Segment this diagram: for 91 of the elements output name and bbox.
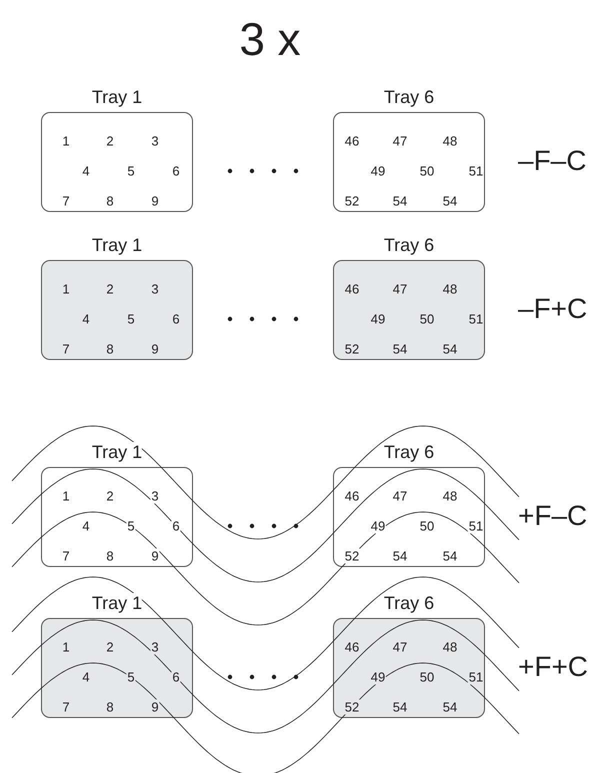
well-number: 49: [370, 670, 386, 684]
well-number: 50: [418, 164, 436, 178]
well-number: 52: [344, 700, 360, 714]
well-number: 48: [442, 134, 458, 148]
well-number: 1: [61, 488, 71, 504]
well-number: 2: [105, 134, 115, 148]
well-number: 54: [392, 700, 408, 714]
tray-box: [333, 618, 485, 718]
well-number: 48: [442, 488, 458, 504]
condition-label: +F+C: [518, 651, 588, 683]
well-number: 47: [392, 640, 408, 654]
well-number: 6: [171, 518, 181, 534]
well-number: 51: [468, 518, 484, 534]
well-number: 50: [418, 670, 436, 684]
well-number: 52: [344, 342, 360, 356]
well-number: 4: [81, 670, 91, 684]
well-number: 6: [171, 670, 181, 684]
well-number: 54: [392, 548, 408, 564]
well-number: 54: [442, 194, 458, 208]
tray-box: [333, 112, 485, 212]
well-number: 9: [150, 700, 160, 714]
well-number: 48: [442, 640, 458, 654]
well-number: 2: [105, 282, 115, 296]
condition-label: –F–C: [518, 145, 586, 177]
well-number: 51: [468, 670, 484, 684]
well-number: 2: [105, 488, 115, 504]
tray-label: Tray 1: [92, 442, 142, 462]
well-number: 9: [150, 194, 160, 208]
well-number: 54: [392, 194, 408, 208]
well-number: 49: [370, 164, 386, 178]
tray-label: Tray 6: [384, 593, 434, 613]
well-number: 8: [105, 342, 115, 356]
well-number: 3: [150, 640, 160, 654]
well-number: 7: [61, 548, 71, 564]
well-number: 4: [81, 312, 91, 326]
well-number: 6: [171, 312, 181, 326]
well-number: 47: [392, 134, 408, 148]
well-number: 54: [442, 342, 458, 356]
tray-box: [333, 260, 485, 360]
tray-label: Tray 1: [92, 593, 142, 613]
tray-box: [41, 260, 193, 360]
well-number: 54: [442, 548, 458, 564]
tray-box: [41, 618, 193, 718]
tray-box: [41, 467, 193, 567]
condition-label: –F+C: [518, 293, 588, 325]
well-number: 7: [61, 194, 71, 208]
well-number: 1: [61, 134, 71, 148]
well-number: 8: [105, 194, 115, 208]
well-number: 46: [344, 134, 360, 148]
well-number: 7: [61, 342, 71, 356]
well-number: 6: [171, 164, 181, 178]
well-number: 9: [150, 548, 160, 564]
well-number: 46: [344, 282, 360, 296]
well-number: 54: [392, 342, 408, 356]
well-number: 4: [81, 518, 91, 534]
well-number: 8: [105, 700, 115, 714]
well-number: 9: [150, 342, 160, 356]
well-number: 49: [370, 312, 386, 326]
well-number: 46: [344, 640, 360, 654]
well-number: 4: [81, 164, 91, 178]
title: 3 x: [238, 14, 302, 64]
well-number: 51: [468, 312, 484, 326]
tray-box: [41, 112, 193, 212]
well-number: 52: [344, 548, 360, 564]
well-number: 54: [442, 700, 458, 714]
well-number: 8: [105, 548, 115, 564]
well-number: 3: [150, 134, 160, 148]
well-number: 1: [61, 640, 71, 654]
well-number: 3: [150, 282, 160, 296]
well-number: 46: [344, 488, 360, 504]
well-number: 2: [105, 640, 115, 654]
well-number: 47: [392, 488, 408, 504]
tray-label: Tray 6: [384, 442, 434, 462]
condition-label: +F–C: [518, 500, 588, 532]
well-number: 50: [418, 518, 436, 534]
well-number: 5: [126, 518, 136, 534]
well-number: 49: [370, 518, 386, 534]
well-number: 7: [61, 700, 71, 714]
tray-label: Tray 6: [384, 87, 434, 107]
tray-box: [333, 467, 485, 567]
well-number: 47: [392, 282, 408, 296]
well-number: 5: [126, 312, 136, 326]
well-number: 5: [126, 164, 136, 178]
well-number: 52: [344, 194, 360, 208]
well-number: 50: [418, 312, 436, 326]
well-number: 3: [150, 488, 160, 504]
well-number: 1: [61, 282, 71, 296]
well-number: 51: [468, 164, 484, 178]
well-number: 48: [442, 282, 458, 296]
tray-label: Tray 6: [384, 235, 434, 255]
well-number: 5: [126, 670, 136, 684]
